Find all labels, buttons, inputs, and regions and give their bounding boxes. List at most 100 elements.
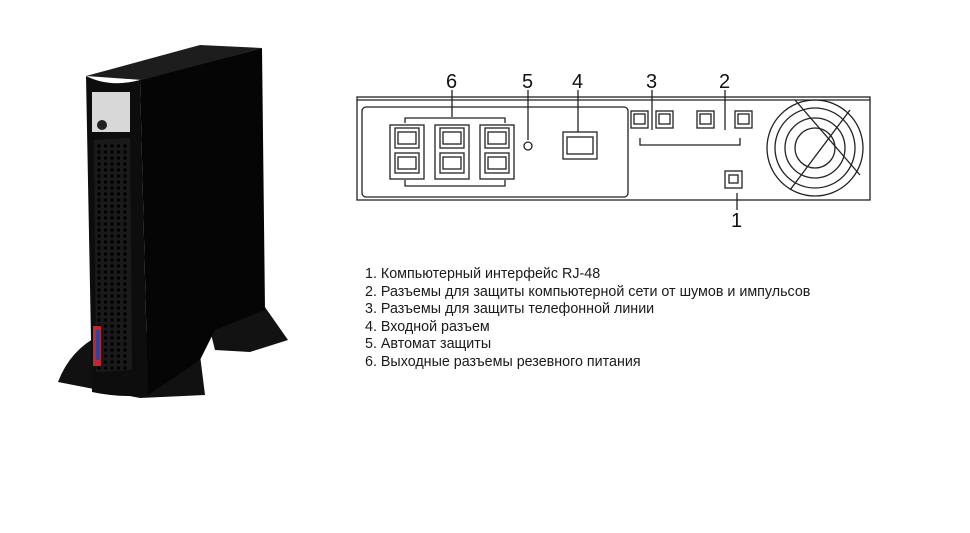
vent-hole (103, 186, 108, 190)
legend-item: 1. Компьютерный интерфейс RJ-48 (365, 266, 601, 282)
vent-hole (103, 240, 108, 244)
vent-hole (103, 258, 108, 262)
outlet-socket (442, 156, 462, 170)
vent-hole (103, 366, 108, 370)
vent-hole (110, 246, 114, 250)
circuit-breaker (523, 141, 533, 151)
output-plate (361, 106, 629, 198)
vent-hole (103, 204, 108, 208)
vent-hole (123, 330, 127, 334)
vent-hole (123, 276, 127, 280)
vent-hole (97, 210, 101, 214)
vent-hole (110, 192, 114, 196)
vent-hole (116, 204, 121, 208)
surge-bracket (639, 138, 741, 146)
vent-hole (123, 264, 127, 268)
vent-hole (103, 348, 108, 352)
vent-hole (110, 282, 114, 286)
rj-port-jack (737, 113, 750, 125)
vent-hole (116, 144, 121, 148)
vent-hole (97, 282, 101, 286)
vent-hole (110, 162, 114, 166)
vent-hole (123, 174, 127, 178)
vent-hole (116, 300, 121, 304)
vent-hole (123, 204, 127, 208)
vent-hole (116, 252, 121, 256)
vent-hole (97, 318, 101, 322)
vent-hole (123, 192, 127, 196)
vent-hole (110, 270, 114, 274)
vent-hole (97, 252, 101, 256)
vent-hole (116, 156, 121, 160)
vent-hole (97, 294, 101, 298)
vent-hole (123, 228, 127, 232)
vent-hole (103, 288, 108, 292)
vent-hole (110, 150, 114, 154)
vent-hole (116, 348, 121, 352)
vent-hole (103, 294, 108, 298)
vent-hole (116, 180, 121, 184)
vent-hole (110, 360, 114, 364)
vent-hole (123, 252, 127, 256)
vent-hole (110, 348, 114, 352)
vent-hole (103, 180, 108, 184)
vent-hole (110, 264, 114, 268)
vent-hole (110, 306, 114, 310)
vent-hole (103, 162, 108, 166)
vent-hole (116, 174, 121, 178)
vent-hole (116, 324, 121, 328)
vent-hole (103, 144, 108, 148)
vent-hole (123, 186, 127, 190)
vent-hole (123, 366, 127, 370)
output-outlets (389, 124, 515, 180)
vent-hole (123, 162, 127, 166)
outlet-group (479, 124, 515, 180)
vent-hole (97, 228, 101, 232)
vent-hole (116, 366, 121, 370)
rj-port (630, 110, 649, 129)
vent-holes (97, 144, 127, 370)
output-outlet (439, 127, 465, 149)
rj-port (696, 110, 715, 129)
vent-hole (110, 366, 114, 370)
vent-hole (97, 198, 101, 202)
vent-hole (103, 282, 108, 286)
vent-hole (116, 168, 121, 172)
outlet-socket (442, 131, 462, 145)
vent-hole (97, 234, 101, 238)
vent-hole (116, 336, 121, 340)
vent-hole (123, 282, 127, 286)
vent-hole (110, 330, 114, 334)
vent-hole (110, 216, 114, 220)
power-button (97, 120, 107, 130)
output-outlet (484, 127, 510, 149)
callout-3: 3 (646, 71, 657, 93)
vent-hole (110, 288, 114, 292)
vent-hole (103, 324, 108, 328)
vent-hole (110, 300, 114, 304)
vent-hole (97, 162, 101, 166)
legend-item: 3. Разъемы для защиты телефонной линии (365, 301, 655, 318)
connector-legend: 1. Компьютерный интерфейс RJ-48 2. Разъе… (365, 266, 810, 372)
vent-hole (116, 198, 121, 202)
vent-hole (110, 174, 114, 178)
vent-hole (116, 276, 121, 280)
vent-hole (103, 306, 108, 310)
vent-hole (103, 270, 108, 274)
ups-side (140, 48, 265, 395)
vent-hole (123, 336, 127, 340)
vent-hole (116, 258, 121, 262)
vent-hole (103, 318, 108, 322)
vent-hole (110, 144, 114, 148)
vent-hole (123, 312, 127, 316)
vent-hole (116, 228, 121, 232)
vent-hole (123, 210, 127, 214)
legend-item: 4. Входной разъем (365, 318, 490, 335)
vent-hole (103, 300, 108, 304)
vent-hole (103, 360, 108, 364)
vent-hole (110, 234, 114, 238)
vent-hole (116, 216, 121, 220)
vent-hole (110, 228, 114, 232)
vent-hole (103, 150, 108, 154)
callout-2: 2 (719, 71, 730, 93)
